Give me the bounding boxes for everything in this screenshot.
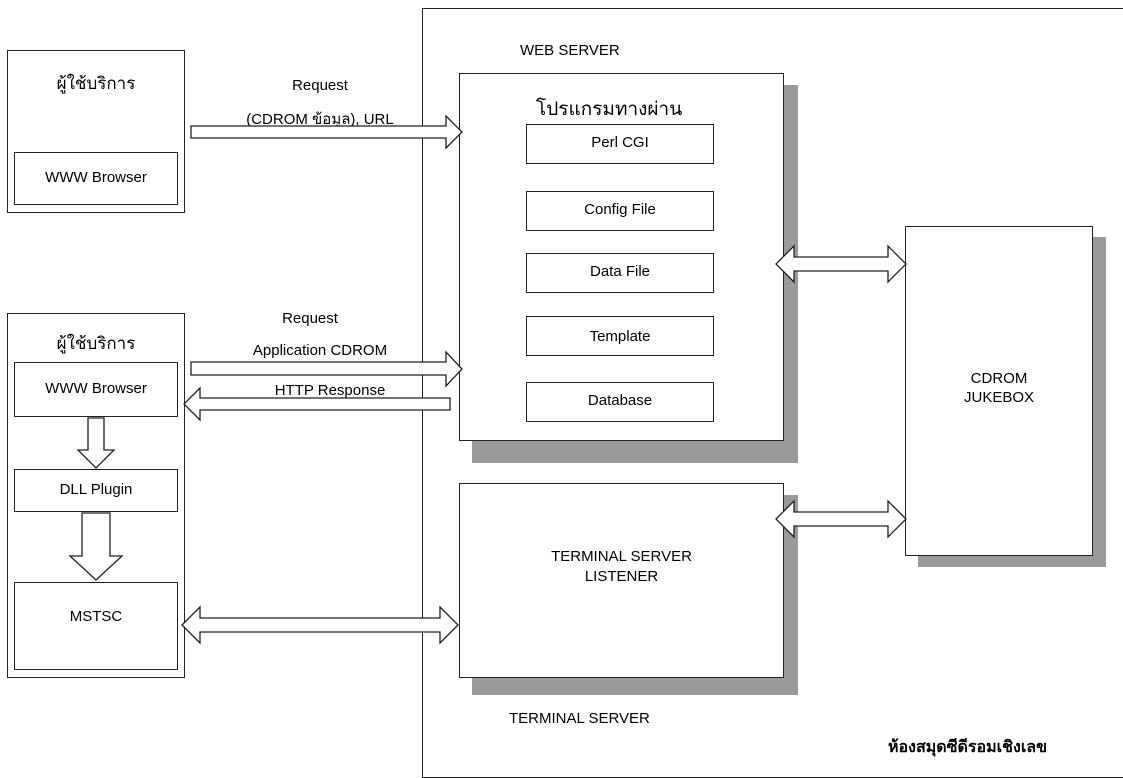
request-label-1: Request [292,77,348,94]
request-arrow-1 [190,114,463,150]
down-arrow-2 [68,512,124,581]
jukebox-label-1: CDROM [970,370,1028,387]
gateway-item-config [526,191,714,231]
listener-box [459,483,784,678]
arrows-layer [68,114,907,645]
down-arrow-1 [76,417,116,469]
browser-box-2 [14,362,178,417]
gateway-item-label: Data File [589,263,651,280]
jukebox-label-2: JUKEBOX [963,389,1035,406]
request-label-2b: Application CDROM [252,342,388,359]
listener-label-1: TERMINAL SERVER [551,548,692,565]
request-label-2: Request [282,310,338,327]
bi-arrow-listener-jukebox [775,499,907,539]
gateway-item-label: Config File [584,201,656,218]
response-arrow [183,386,451,422]
jukebox-box [905,226,1093,556]
gateway-item-perl [526,124,714,164]
gateway-item-template [526,316,714,356]
browser-box-1 [14,152,178,205]
caption: ห้องสมุดซีดีรอมเชิงเลข [888,739,1048,756]
request-arrow-2 [190,350,463,388]
listener-label-2: LISTENER [584,568,659,585]
terminal-server-label: TERMINAL SERVER [509,710,650,727]
dll-plugin-box [14,469,178,512]
browser-label-1: WWW Browser [45,169,147,186]
mstsc-label: MSTSC [69,608,123,625]
browser-label-2: WWW Browser [45,380,147,397]
client-title-1: ผู้ใช้บริการ [56,74,136,93]
bi-arrow-mstsc [181,605,459,645]
gateway-item-label: Template [589,328,651,345]
bi-arrow-gateway-jukebox [775,244,907,284]
response-label: HTTP Response [274,382,386,399]
gateway-item-label: Database [587,392,653,409]
gateway-item-data [526,253,714,293]
request-label-1b: (CDROM ข้อมูล), URL [246,111,394,128]
mstsc-box [14,582,178,670]
gateway-item-database [526,382,714,422]
gateway-item-label: Perl CGI [591,134,649,151]
client-title-2: ผู้ใช้บริการ [56,334,136,353]
web-server-label: WEB SERVER [520,42,620,59]
dll-plugin-label: DLL Plugin [59,481,133,498]
gateway-title: โปรแกรมทางผ่าน [536,99,683,120]
